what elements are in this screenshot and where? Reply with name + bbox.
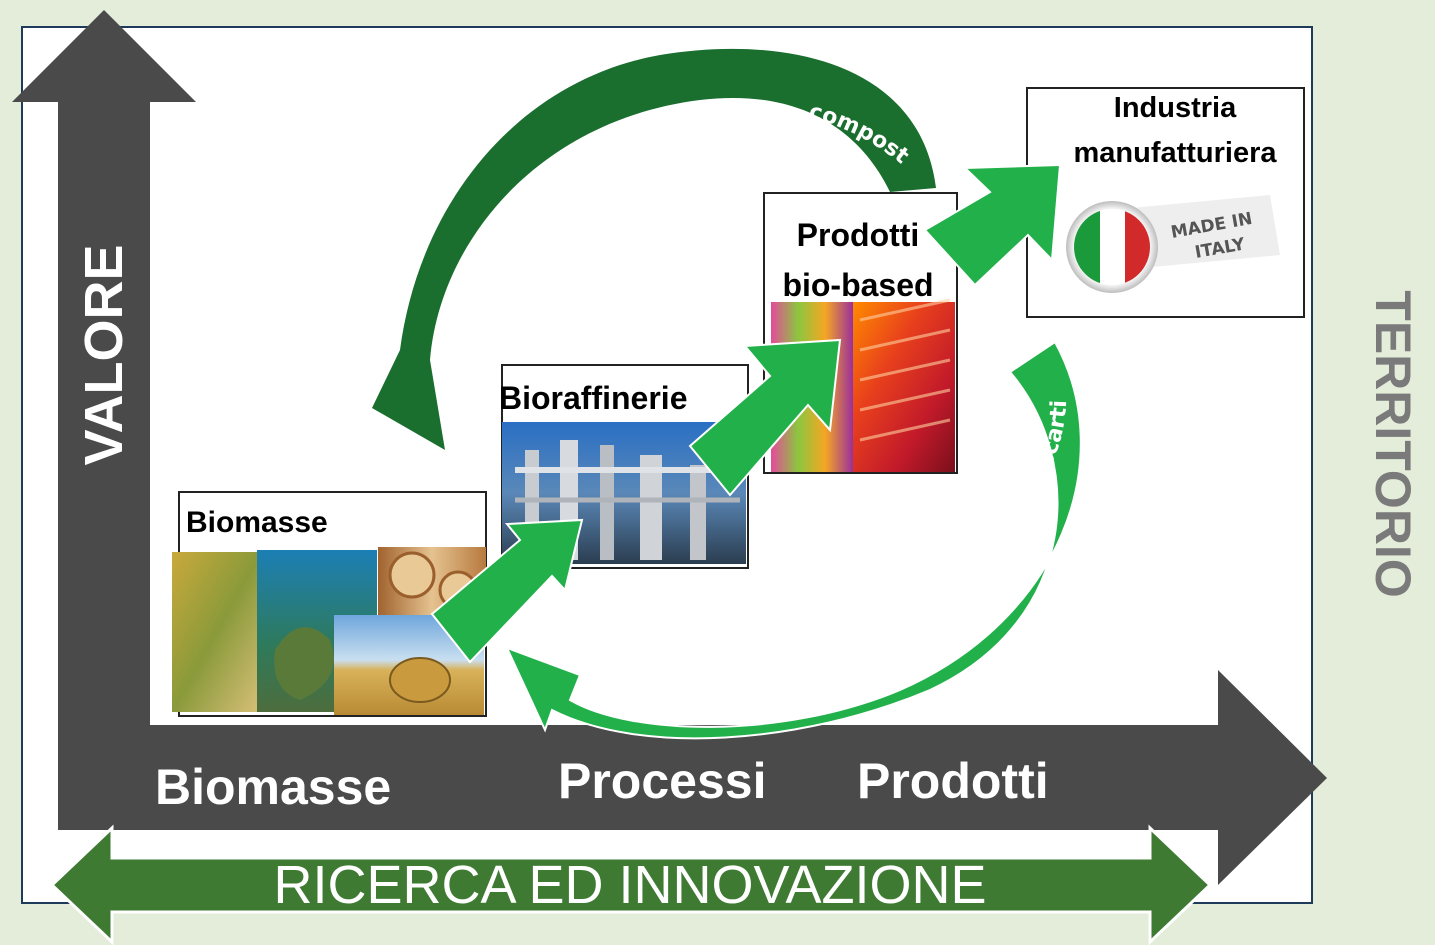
- prodotti-box-title-line1: Prodotti: [796, 217, 920, 253]
- horizontal-axis-arrow: [58, 670, 1327, 885]
- scarti-cycle-arrow: [505, 340, 1082, 740]
- arrow-prodotti-to-industria: [923, 163, 1062, 287]
- x-label-biomasse: Biomasse: [155, 759, 392, 815]
- industria-box-title-line2: manufatturiera: [1073, 137, 1277, 169]
- x-label-processi: Processi: [558, 753, 767, 809]
- biomasse-box-title: Biomasse: [186, 506, 328, 539]
- bioraffinerie-box-title: Bioraffinerie: [499, 380, 688, 416]
- arrow-biomasse-to-bioraffinerie: [430, 518, 584, 664]
- biomass-photo-collage: [172, 547, 486, 715]
- research-banner-label: RICERCA ED INNOVAZIONE: [273, 855, 987, 915]
- x-label-prodotti: Prodotti: [857, 753, 1049, 809]
- valore-axis-arrow: [12, 10, 196, 725]
- research-double-arrow: [49, 824, 1213, 945]
- territorio-label: TERRITORIO: [1365, 290, 1421, 598]
- prodotti-box-title-line2: bio-based: [782, 267, 934, 303]
- prodotti-box: [763, 192, 958, 474]
- valore-axis-label: VALORE: [74, 244, 134, 466]
- compost-cycle-arrow: [372, 48, 936, 450]
- industria-box: MADE IN ITALY: [1026, 87, 1305, 318]
- made-in-italy-badge: MADE IN ITALY: [1066, 195, 1280, 293]
- industria-box-title-line1: Industria: [1113, 92, 1237, 124]
- arrow-bioraffinerie-to-prodotti: [688, 338, 842, 497]
